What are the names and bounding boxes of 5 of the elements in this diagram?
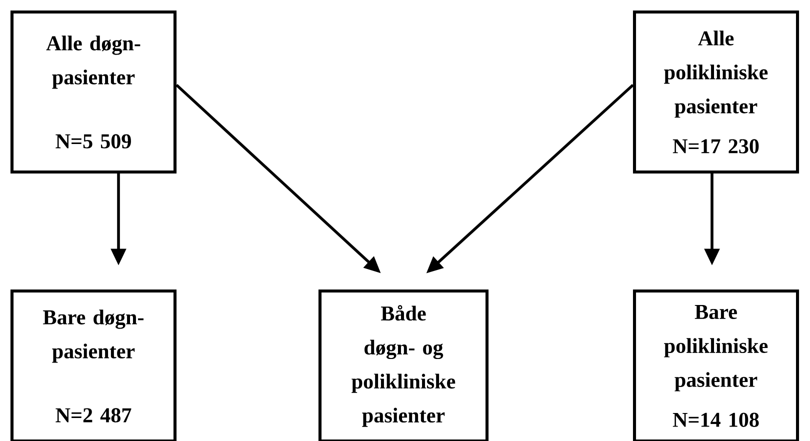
text-box: Bare døgn- pasienter N=2 487 <box>10 289 177 441</box>
text-box: Alle polikliniske pasienter N=17 230 <box>632 10 800 174</box>
text-box: Bare polikliniske pasienter N=14 108 <box>632 289 800 441</box>
text-box: Alle døgn- pasienter N=5 509 <box>10 10 177 174</box>
text-box: Både døgn- og polikliniske pasienter <box>318 289 489 441</box>
